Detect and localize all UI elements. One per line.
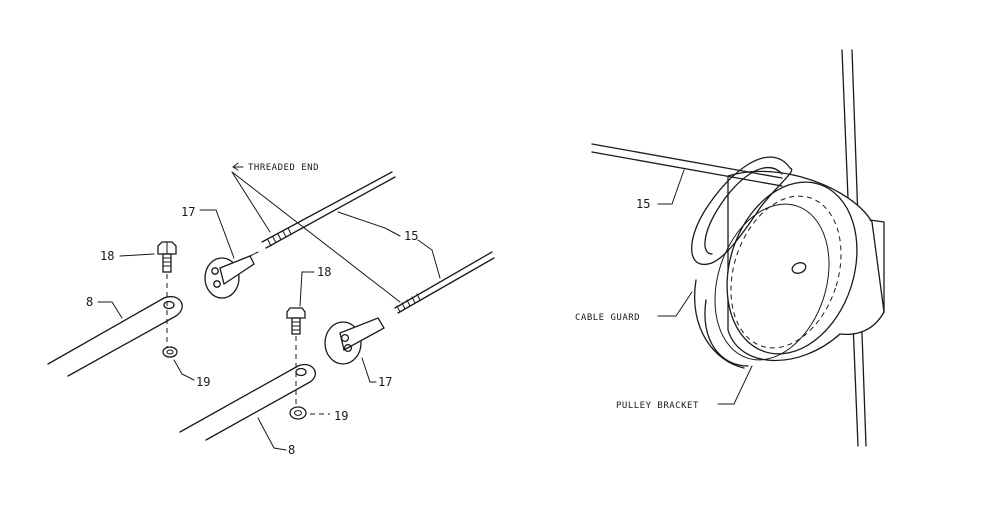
- part-15-label: 15: [404, 229, 418, 243]
- part-15b-leader: [657, 169, 685, 205]
- threaded-end-lower: [396, 293, 421, 313]
- part-19-leader: [173, 359, 195, 381]
- part-17b-label: 17: [378, 375, 392, 389]
- threaded-end-upper: [267, 227, 292, 247]
- bolt-18-left: [157, 241, 177, 273]
- part-8-label: 8: [86, 295, 93, 309]
- cable-guard: [691, 156, 793, 265]
- pulley-bracket-leader: [717, 365, 753, 405]
- pulley-wheel: [694, 181, 858, 369]
- part-8b-leader: [257, 417, 287, 451]
- part-18-leader: [119, 253, 155, 257]
- arm-8-right: [179, 363, 316, 441]
- part-17-leader: [199, 209, 235, 259]
- eye-bolt-17-right: [324, 317, 385, 365]
- part-8-leader: [97, 301, 123, 319]
- threaded-end-label: THREADED END: [248, 163, 319, 173]
- part-18-label: 18: [100, 249, 114, 263]
- cable-guard-label: CABLE GUARD: [575, 313, 640, 323]
- cable-upper: [261, 171, 396, 249]
- cable-right-view: [591, 143, 783, 187]
- part-17-label: 17: [181, 205, 195, 219]
- part-19b-label: 19: [334, 409, 348, 423]
- part-8b-label: 8: [288, 443, 295, 457]
- eye-bolt-17-left: [204, 251, 259, 299]
- part-15-leader: [337, 211, 401, 237]
- arm-8-left: [47, 295, 183, 377]
- nut-19-right: [289, 406, 307, 420]
- part-15-leader-lower: [417, 239, 441, 279]
- bolt-18-right: [286, 307, 306, 335]
- part-18b-label: 18: [317, 265, 331, 279]
- part-17b-leader: [361, 357, 377, 383]
- pulley-bracket-label: PULLEY BRACKET: [616, 401, 699, 411]
- part-19-label: 19: [196, 375, 210, 389]
- part-18b-leader: [299, 271, 315, 307]
- cable-guard-leader: [657, 291, 693, 317]
- part-15b-label: 15: [636, 197, 650, 211]
- threaded-end-leaders: [231, 162, 401, 303]
- nut-19-left: [162, 346, 178, 358]
- cable-lower: [394, 251, 495, 314]
